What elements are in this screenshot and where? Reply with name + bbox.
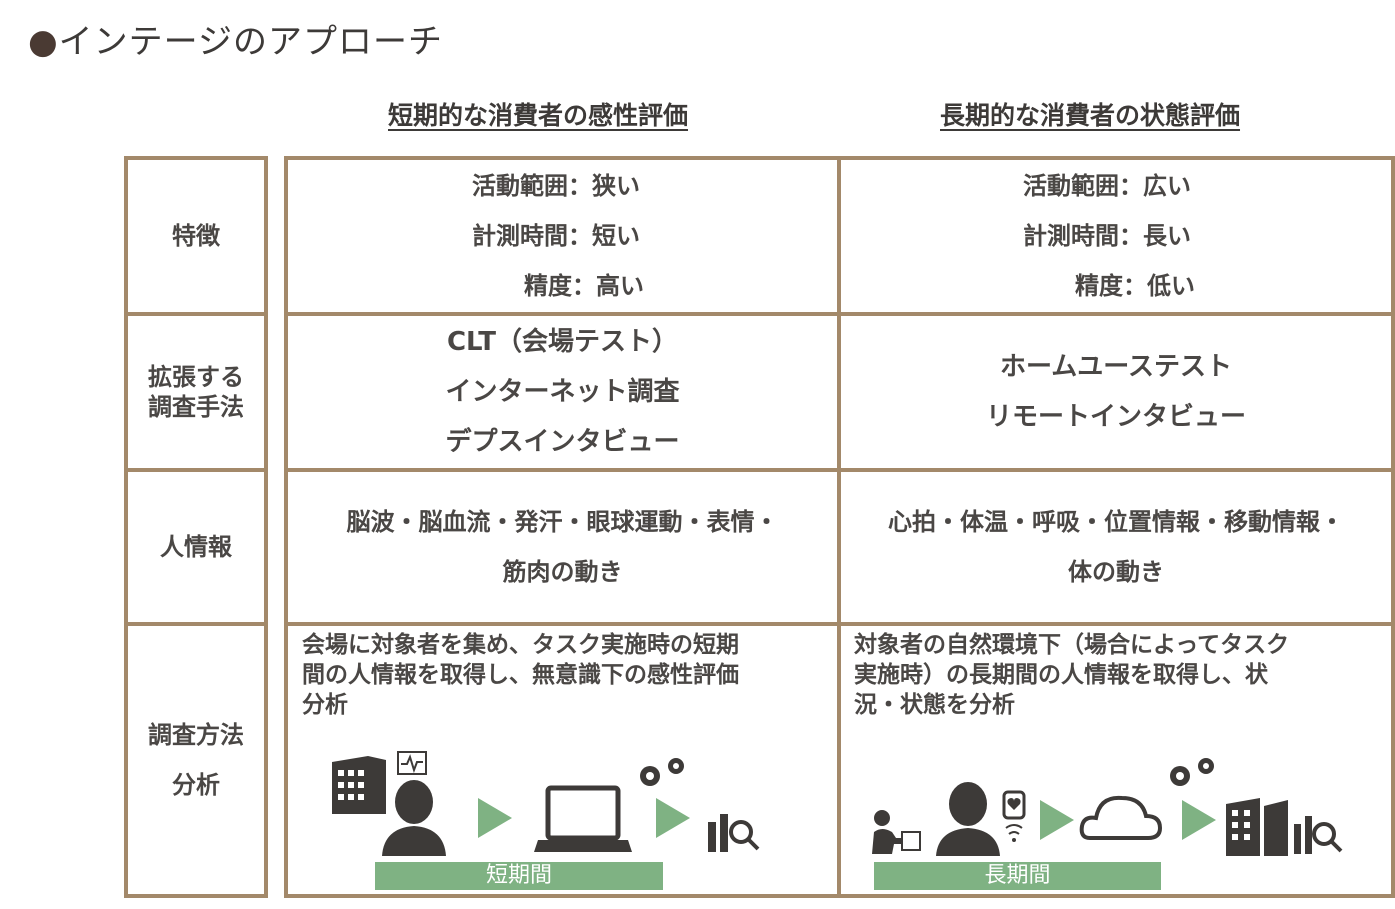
methods-short-cell: CLT（会場テスト） インターネット調査 デプスインタビュー	[284, 312, 841, 472]
human-info-long-line-2: 体の動き	[1068, 558, 1164, 586]
methods-long-cell: ホームユーステスト リモートインタビュー	[837, 312, 1395, 472]
chart-search-icon	[708, 814, 760, 852]
building-icon	[332, 756, 386, 814]
analysis-long-line-3: 況・状態を分析	[854, 692, 1015, 718]
arrow-2	[656, 798, 690, 838]
title-bullet: ●	[28, 22, 59, 62]
page-title: ●インテージのアプローチ	[28, 14, 443, 63]
row-label-methods-line2: 調査手法	[148, 393, 244, 421]
human-info-short-line-2: 筋肉の動き	[502, 558, 623, 586]
courier-icon	[872, 810, 921, 854]
row-label-features: 特徴	[124, 156, 268, 316]
arrow-4	[1182, 800, 1216, 840]
analysis-short-line-3: 分析	[302, 692, 348, 718]
features-long-range: 活動範囲：広い	[1023, 172, 1191, 200]
features-long-time: 計測時間：長い	[1023, 222, 1191, 250]
short-term-bar: 短期間	[375, 862, 663, 890]
methods-short-item-2: インターネット調査	[445, 377, 680, 407]
features-short-time: 計測時間：短い	[472, 222, 640, 250]
chart-search-icon	[1294, 816, 1343, 854]
laptop-icon	[534, 785, 632, 852]
gears-icon	[1170, 758, 1214, 786]
smartwatch-icon	[1002, 790, 1026, 842]
methods-long-item-2: リモートインタビュー	[985, 402, 1246, 432]
row-label-methods-line1: 拡張する	[148, 363, 244, 391]
analysis-short-illustration	[332, 751, 760, 856]
person-icon	[382, 780, 446, 856]
methods-short-item-3: デプスインタビュー	[445, 427, 680, 457]
cloud-icon	[1079, 795, 1163, 840]
arrow-3	[1040, 800, 1074, 840]
analysis-long-line-1: 対象者の自然環境下（場合によってタスク	[854, 632, 1290, 658]
analysis-short-description: 会場に対象者を集め、タスク実施時の短期 間の人情報を取得し、無意識下の感性評価 …	[302, 630, 832, 720]
analysis-long-line-2: 実施時）の長期間の人情報を取得し、状	[854, 662, 1268, 688]
row-label-human-info: 人情報	[124, 468, 268, 626]
features-long-cell: 活動範囲：広い 計測時間：長い 精度：低い	[837, 156, 1395, 316]
person-icon	[936, 782, 1000, 856]
analysis-long-illustration	[872, 758, 1343, 856]
human-info-short-line-1: 脳波・脳血流・発汗・眼球運動・表情・	[346, 508, 779, 536]
row-label-analysis: 調査方法 分析	[124, 622, 268, 898]
column-header-short-term: 短期的な消費者の感性評価	[388, 101, 689, 130]
human-info-long-line-1: 心拍・体温・呼吸・位置情報・移動情報・	[888, 508, 1344, 536]
page-title-text: インテージのアプローチ	[58, 22, 443, 62]
analysis-short-line-1: 会場に対象者を集め、タスク実施時の短期	[302, 632, 739, 658]
row-label-analysis-line2: 分析	[172, 771, 220, 799]
monitor-pulse-icon	[397, 751, 427, 775]
analysis-short-line-2: 間の人情報を取得し、無意識下の感性評価	[302, 662, 739, 688]
column-header-long-term: 長期的な消費者の状態評価	[940, 101, 1241, 130]
human-info-long-cell: 心拍・体温・呼吸・位置情報・移動情報・ 体の動き	[837, 468, 1395, 626]
features-short-accuracy: 精度：高い	[524, 272, 644, 300]
row-label-analysis-line1: 調査方法	[148, 721, 244, 749]
long-term-bar: 長期間	[874, 862, 1161, 890]
row-label-human-info-text: 人情報	[160, 533, 232, 561]
analysis-long-description: 対象者の自然環境下（場合によってタスク 実施時）の長期間の人情報を取得し、状 況…	[854, 630, 1384, 720]
analysis-long-cell	[837, 622, 1395, 898]
features-short-cell: 活動範囲：狭い 計測時間：短い 精度：高い	[284, 156, 841, 316]
methods-long-item-1: ホームユーステスト	[1000, 352, 1232, 382]
row-label-methods: 拡張する 調査手法	[124, 312, 268, 472]
features-long-accuracy: 精度：低い	[1075, 272, 1195, 300]
buildings-icon	[1226, 798, 1288, 856]
row-label-features-text: 特徴	[172, 222, 220, 250]
features-short-range: 活動範囲：狭い	[472, 172, 640, 200]
human-info-short-cell: 脳波・脳血流・発汗・眼球運動・表情・ 筋肉の動き	[284, 468, 841, 626]
arrow-1	[478, 798, 512, 838]
gears-icon	[640, 758, 684, 786]
methods-short-item-1: CLT（会場テスト）	[446, 327, 679, 357]
